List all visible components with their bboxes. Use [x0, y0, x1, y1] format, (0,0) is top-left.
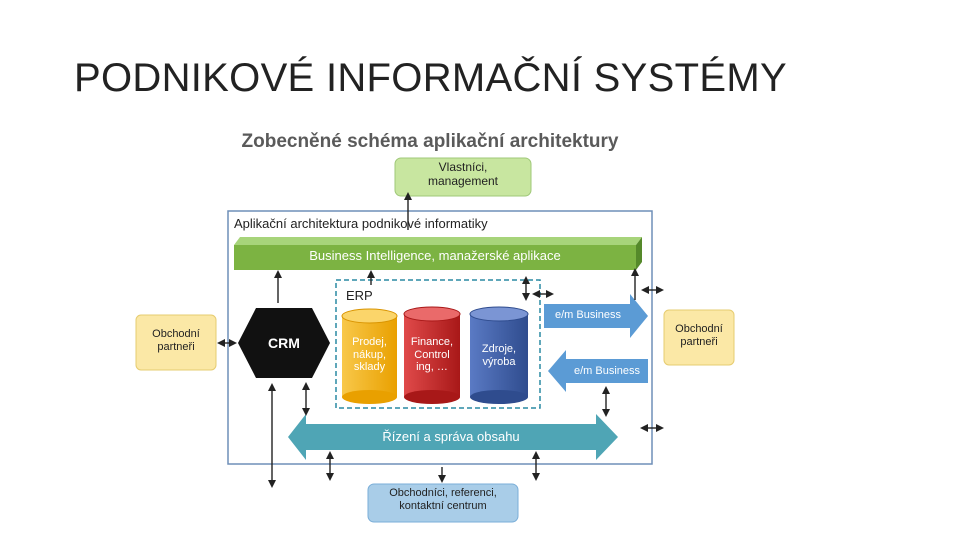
- db-finance-line-2: Control: [414, 348, 450, 361]
- crm-label: CRM: [268, 335, 300, 351]
- erp-label: ERP: [346, 288, 373, 303]
- content-mgmt-label: Řízení a správa obsahu: [382, 429, 520, 444]
- ebusiness-in-arrow: [548, 350, 648, 392]
- contact-center-box: [367, 483, 519, 523]
- partners-left-label: Obchodní partneři: [152, 328, 200, 353]
- owners-label: Vlastníci, management: [427, 160, 499, 188]
- diagram-title: Zobecněné schéma aplikační architektury: [241, 131, 619, 152]
- partners-left-box: [135, 314, 217, 371]
- db-resources-line-2: výroba: [482, 355, 516, 368]
- bi-bar-label: Business Intelligence, manažerské aplika…: [309, 248, 561, 263]
- bi-bar-side: [636, 237, 642, 270]
- ebusiness-in-label: e/m Business: [573, 365, 641, 377]
- bi-bar-top: [234, 237, 642, 245]
- bi-bar: [234, 245, 636, 270]
- partners-right-box: [663, 309, 735, 366]
- db-finance-cylinder: [403, 306, 461, 404]
- slide-title: PODNIKOVÉ INFORMAČNÍ SYSTÉMY: [74, 56, 787, 100]
- db-resources-cylinder: [469, 306, 529, 404]
- partners-right-label: Obchodní partneři: [675, 323, 723, 348]
- db-finance-line-1: Finance,: [410, 336, 454, 348]
- owners-box: [394, 157, 532, 197]
- erp-box: [335, 279, 541, 409]
- db-finance-label: Finance, Control ing, …: [404, 336, 460, 374]
- db-resources-line-1: Zdroje,: [481, 343, 517, 355]
- db-sales-line-3: sklady: [353, 361, 386, 374]
- db-resources-label: Zdroje, výroba: [470, 343, 528, 368]
- db-sales-line-1: Prodej,: [352, 336, 387, 348]
- ebusiness-out-arrow: [544, 294, 648, 338]
- app-architecture-frame: [227, 210, 653, 465]
- content-mgmt-arrow: [288, 414, 618, 460]
- ebusiness-out-label: e/m Business: [554, 309, 622, 321]
- contact-center-label: Obchodníci, referenci, kontaktní centrum: [389, 487, 497, 512]
- crm-hexagon: [238, 308, 330, 378]
- diagram-canvas: [135, 157, 735, 523]
- db-sales-cylinder: [341, 308, 398, 404]
- db-finance-line-3: ing, …: [416, 361, 448, 374]
- frame-title: Aplikační architektura podnikové informa…: [234, 216, 488, 231]
- connector-arrows: [217, 192, 664, 488]
- db-sales-line-2: nákup,: [352, 348, 387, 361]
- db-sales-label: Prodej, nákup, sklady: [342, 336, 397, 374]
- architecture-diagram: Zobecněné schéma aplikační architektury …: [130, 122, 740, 527]
